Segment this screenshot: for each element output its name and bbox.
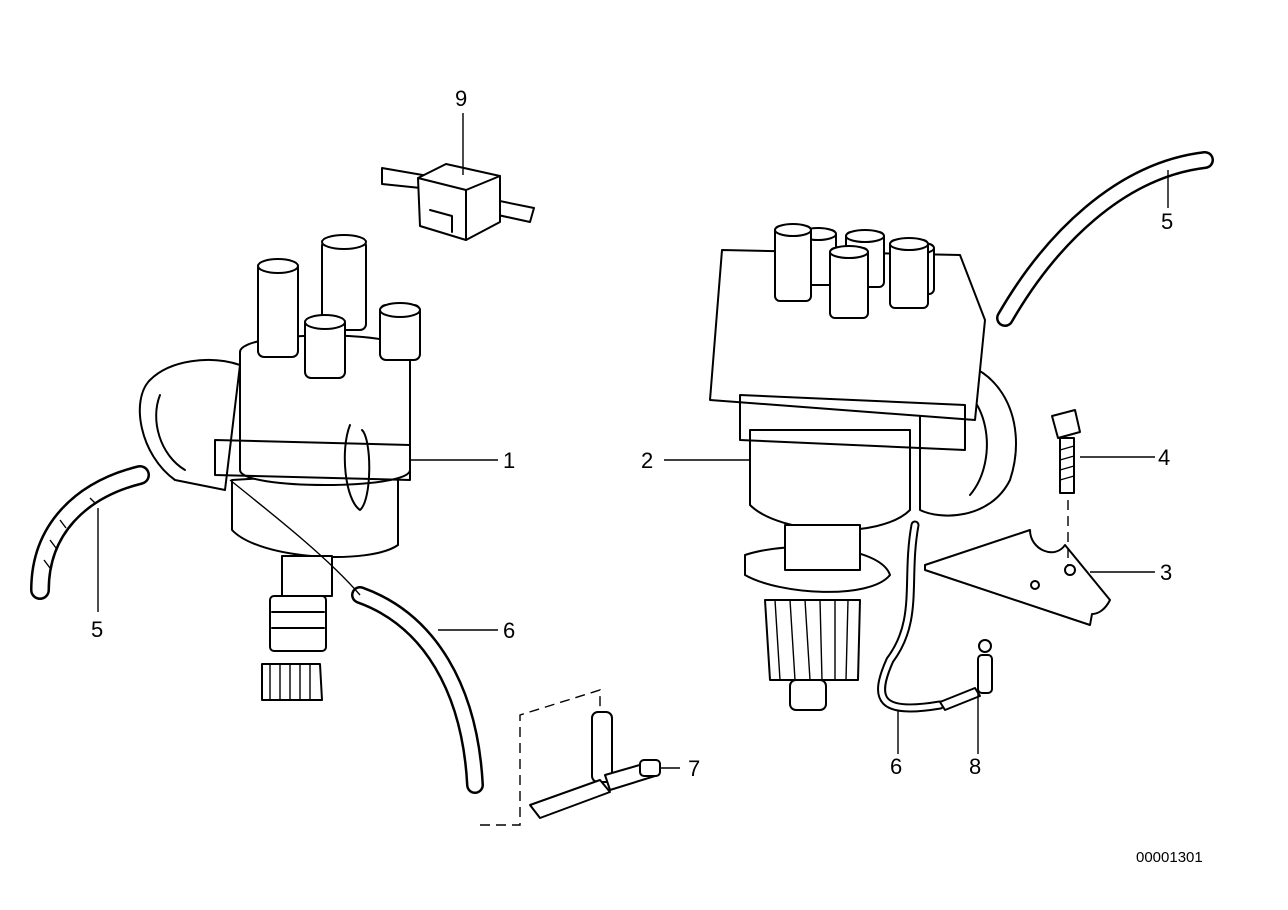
callout-8: 8: [969, 754, 981, 779]
callout-2: 2: [641, 448, 653, 473]
document-number: 00001301: [1136, 849, 1203, 866]
part-7-t-connector: [480, 689, 661, 826]
part-5-hose-right: [996, 151, 1214, 327]
callout-6-left: 6: [503, 618, 515, 643]
part-4-bolt: [1051, 409, 1081, 565]
callout-1: 1: [503, 448, 515, 473]
callout-5-left: 5: [91, 617, 103, 642]
callout-5-right: 5: [1161, 209, 1173, 234]
leader-lines: [97, 113, 1169, 769]
callout-4: 4: [1158, 445, 1170, 470]
callout-3: 3: [1160, 560, 1172, 585]
part-6-hose-right: [877, 520, 945, 713]
callout-7: 7: [688, 756, 700, 781]
callout-9: 9: [455, 86, 467, 111]
part-1-distributor: [138, 234, 421, 701]
part-6-hose-left: [229, 479, 484, 794]
part-5-hose-left: [30, 465, 150, 600]
part-8-fitting: [939, 639, 993, 711]
part-9-bracket: [381, 163, 535, 241]
callout-6-right: 6: [890, 754, 902, 779]
part-3-plate: [924, 529, 1111, 626]
part-2-distributor: [709, 223, 1017, 711]
